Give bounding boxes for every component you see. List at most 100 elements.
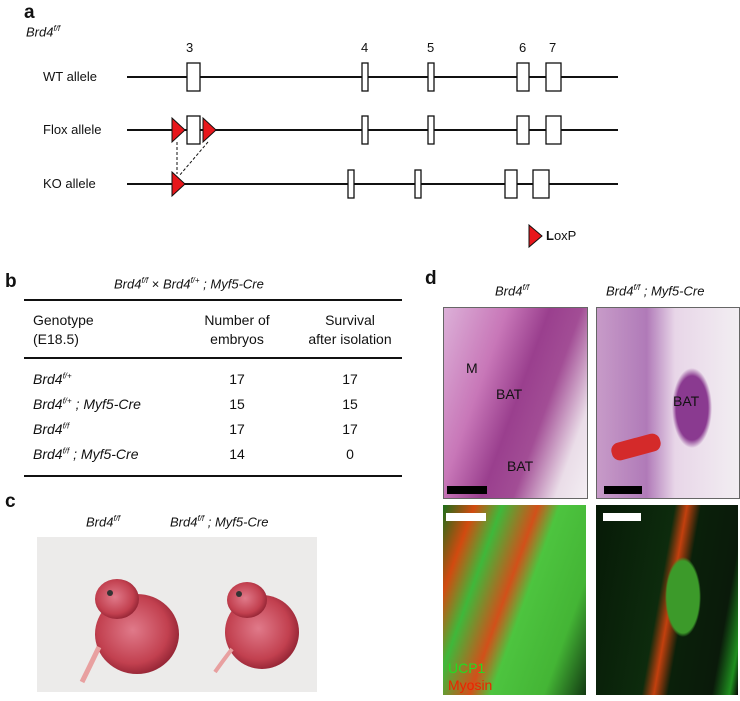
flox-exon-7 — [545, 115, 562, 145]
text-fragment: f/f — [62, 421, 70, 431]
embryo-photo — [37, 537, 317, 692]
loxp-legend-label: LoxP — [546, 228, 576, 243]
ucp1-legend-label: UCP1 — [448, 660, 486, 676]
bat-label: BAT — [673, 393, 700, 409]
loxp-triangle-left — [171, 116, 186, 144]
survival-cell: 0 — [346, 446, 354, 462]
photo-label-control: Brd4f/f — [86, 514, 120, 529]
genotype-cell: Brd4f/f — [33, 421, 69, 437]
flox-exon-5 — [427, 115, 435, 145]
text-fragment: f/+ — [62, 371, 72, 381]
ko-allele-label: KO allele — [43, 176, 96, 191]
scale-bar — [604, 486, 642, 494]
text-fragment: Brd4 — [170, 514, 198, 530]
he-stain-control: M BAT BAT — [443, 307, 588, 499]
embryo-ko — [213, 582, 299, 674]
wt-exon-4 — [361, 62, 369, 92]
header-number: Number of embryos — [182, 311, 292, 349]
cross-title: Brd4f/f × Brd4f/+ ; Myf5-Cre — [114, 276, 264, 291]
exon-label-6: 6 — [519, 40, 527, 55]
text-fragment: f/f — [522, 283, 530, 292]
panel-b-label: b — [5, 271, 17, 292]
exon-label-7: 7 — [549, 40, 557, 55]
histology-label-ko: Brd4f/f ; Myf5-Cre — [606, 283, 704, 298]
text-fragment: f/+ — [190, 276, 200, 285]
text-fragment: ; Myf5-Cre — [71, 396, 141, 412]
panel-c-label: c — [5, 491, 16, 512]
panel-d-label: d — [425, 268, 437, 289]
loxp-triangle-ko — [171, 170, 186, 198]
scale-bar — [446, 513, 486, 521]
text-fragment: Genotype — [33, 312, 94, 328]
bat-label: BAT — [507, 458, 534, 474]
number-cell: 17 — [229, 371, 245, 387]
text-fragment: Brd4 — [495, 283, 523, 299]
text-fragment: embryos — [210, 331, 264, 347]
table-top-rule — [24, 299, 402, 301]
blood-region — [609, 431, 663, 463]
number-cell: 15 — [229, 396, 245, 412]
text-fragment: ; Myf5-Cre — [69, 446, 139, 462]
wt-exon-5 — [427, 62, 435, 92]
recombination-lines — [176, 141, 209, 177]
wt-exon-3 — [186, 62, 201, 92]
panel-a-title: Brd4f/f — [26, 24, 60, 39]
genotype-cell: Brd4f/f ; Myf5-Cre — [33, 446, 138, 462]
scale-bar — [603, 513, 641, 521]
table-header-rule — [24, 357, 402, 359]
wt-exon-7 — [545, 62, 562, 92]
flox-exon-6 — [516, 115, 530, 145]
text-fragment: f/f — [62, 446, 70, 456]
scale-bar — [447, 486, 487, 494]
loxp-rest: oxP — [553, 228, 577, 243]
exon-label-3: 3 — [186, 40, 194, 55]
embryo-control — [79, 579, 179, 684]
flox-allele-label: Flox allele — [43, 122, 102, 137]
ko-exon-7 — [532, 169, 550, 199]
ko-exon-5 — [414, 169, 422, 199]
text-fragment: f/f — [633, 283, 641, 292]
number-cell: 14 — [229, 446, 245, 462]
text-fragment: ; Myf5-Cre — [640, 283, 705, 299]
panel-a-label: a — [24, 2, 35, 23]
wt-exon-6 — [516, 62, 530, 92]
ucp1-myosin-stain-ko — [596, 505, 738, 695]
header-genotype: Genotype (E18.5) — [33, 311, 94, 349]
muscle-label: M — [466, 360, 478, 376]
flox-exon-4 — [361, 115, 369, 145]
text-fragment: × — [148, 276, 163, 292]
ko-exon-4 — [347, 169, 355, 199]
survival-cell: 17 — [342, 421, 358, 437]
text-fragment: Number of — [204, 312, 270, 328]
myosin-legend-label: Myosin — [448, 677, 493, 693]
text-fragment: Brd4 — [33, 371, 63, 387]
text-fragment: f/f — [141, 276, 149, 285]
text-fragment: (E18.5) — [33, 331, 79, 347]
loxp-bold: L — [546, 228, 554, 243]
genotype-cell: Brd4f/+ — [33, 371, 72, 387]
table-bottom-rule — [24, 475, 402, 477]
number-cell: 17 — [229, 421, 245, 437]
ucp1-myosin-stain-control: UCP1 Myosin — [443, 505, 586, 695]
loxp-legend-icon — [528, 223, 543, 249]
histology-label-control: Brd4f/f — [495, 283, 529, 298]
wt-allele-label: WT allele — [43, 69, 97, 84]
exon-label-5: 5 — [427, 40, 435, 55]
flox-exon-3 — [186, 115, 201, 145]
text-fragment: ; Myf5-Cre — [204, 514, 269, 530]
text-fragment: after isolation — [308, 331, 392, 347]
text-fragment: f/+ — [62, 396, 72, 406]
gene-name: Brd4 — [26, 24, 54, 40]
he-stain-ko: BAT — [596, 307, 740, 499]
survival-cell: 17 — [342, 371, 358, 387]
photo-label-ko: Brd4f/f ; Myf5-Cre — [170, 514, 268, 529]
text-fragment: f/f — [197, 514, 205, 523]
text-fragment: Brd4 — [162, 276, 191, 292]
text-fragment: Brd4 — [33, 396, 63, 412]
bat-label: BAT — [496, 386, 523, 402]
text-fragment: Brd4 — [33, 446, 63, 462]
ko-exon-6 — [504, 169, 518, 199]
allele-diagram — [127, 62, 618, 249]
